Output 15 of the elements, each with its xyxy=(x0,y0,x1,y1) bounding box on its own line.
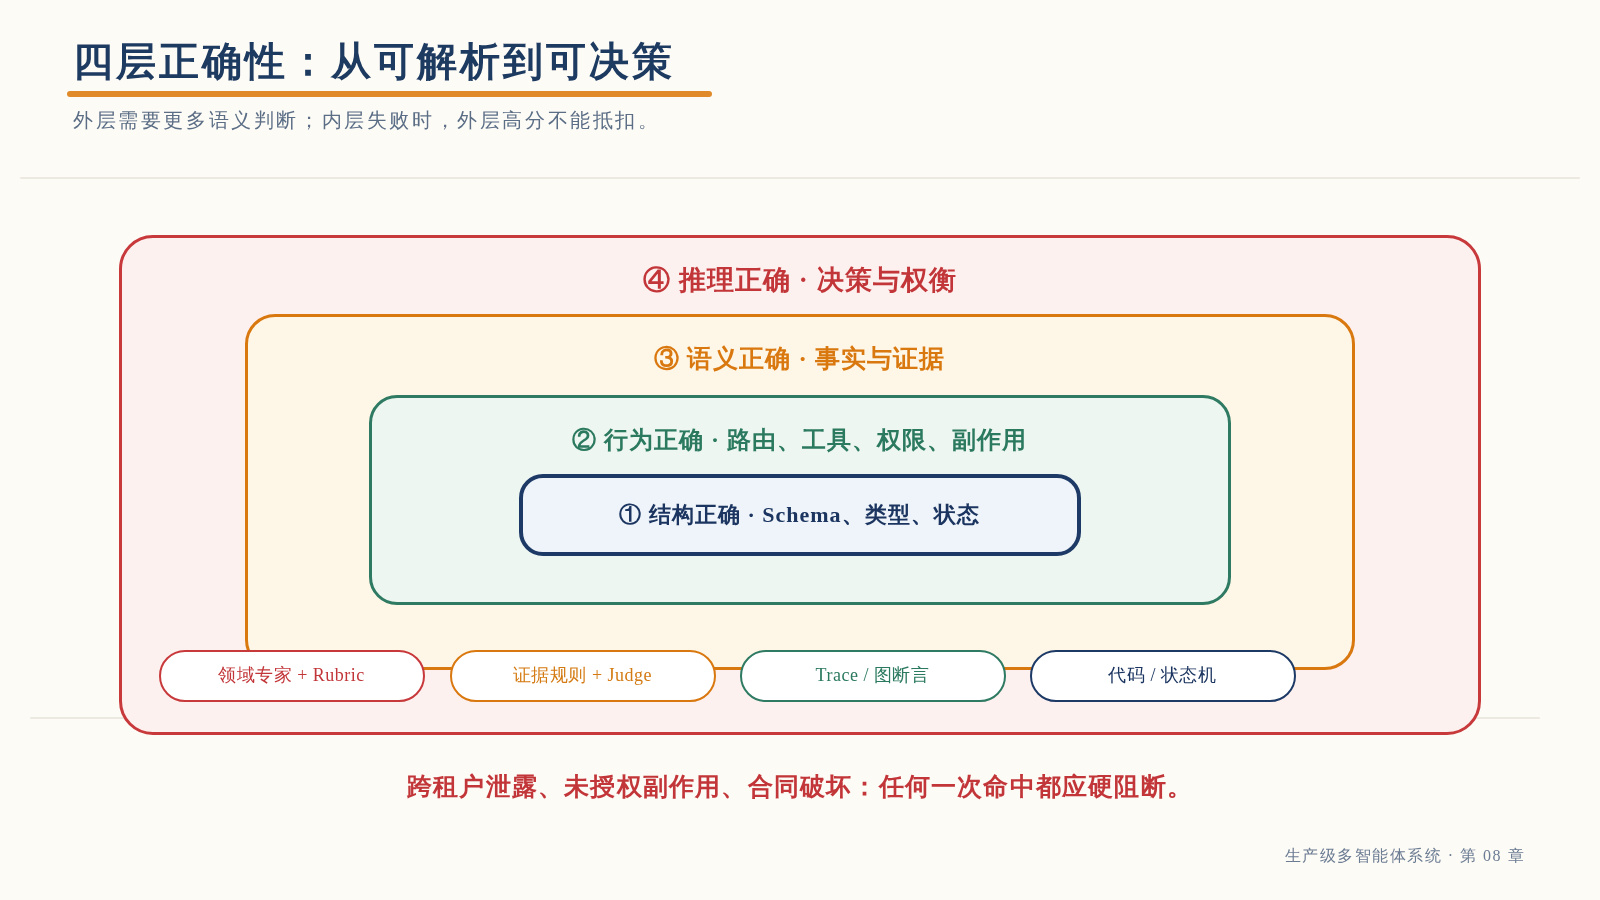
layer-box xyxy=(119,235,1481,735)
footer-note: 生产级多智能体系统 · 第 08 章 xyxy=(1284,846,1525,866)
layer-heading: ② 行为正确 · 路由、工具、权限、副作用 xyxy=(572,425,1027,455)
layer-heading: ④ 推理正确 · 决策与权衡 xyxy=(643,264,957,297)
subtitle: 外层需要更多语义判断；内层失败时，外层高分不能抵扣。 xyxy=(73,108,661,133)
warning-note: 跨租户泄露、未授权副作用、合同破坏：任何一次命中都应硬阻断。 xyxy=(407,772,1193,802)
layer-heading: ③ 语义正确 · 事实与证据 xyxy=(653,343,946,374)
method-pill: 证据规则 + Judge xyxy=(449,649,716,702)
method-pill: Trace / 图断言 xyxy=(739,649,1006,702)
layer-heading: ① 结构正确 · Schema、类型、状态 xyxy=(619,500,980,529)
layer-box xyxy=(368,394,1231,605)
layer-box xyxy=(518,473,1081,556)
method-pill: 代码 / 状态机 xyxy=(1029,649,1296,702)
page-title: 四层正确性：从可解析到可决策 xyxy=(73,38,675,86)
method-pill: 领域专家 + Rubric xyxy=(158,649,425,702)
